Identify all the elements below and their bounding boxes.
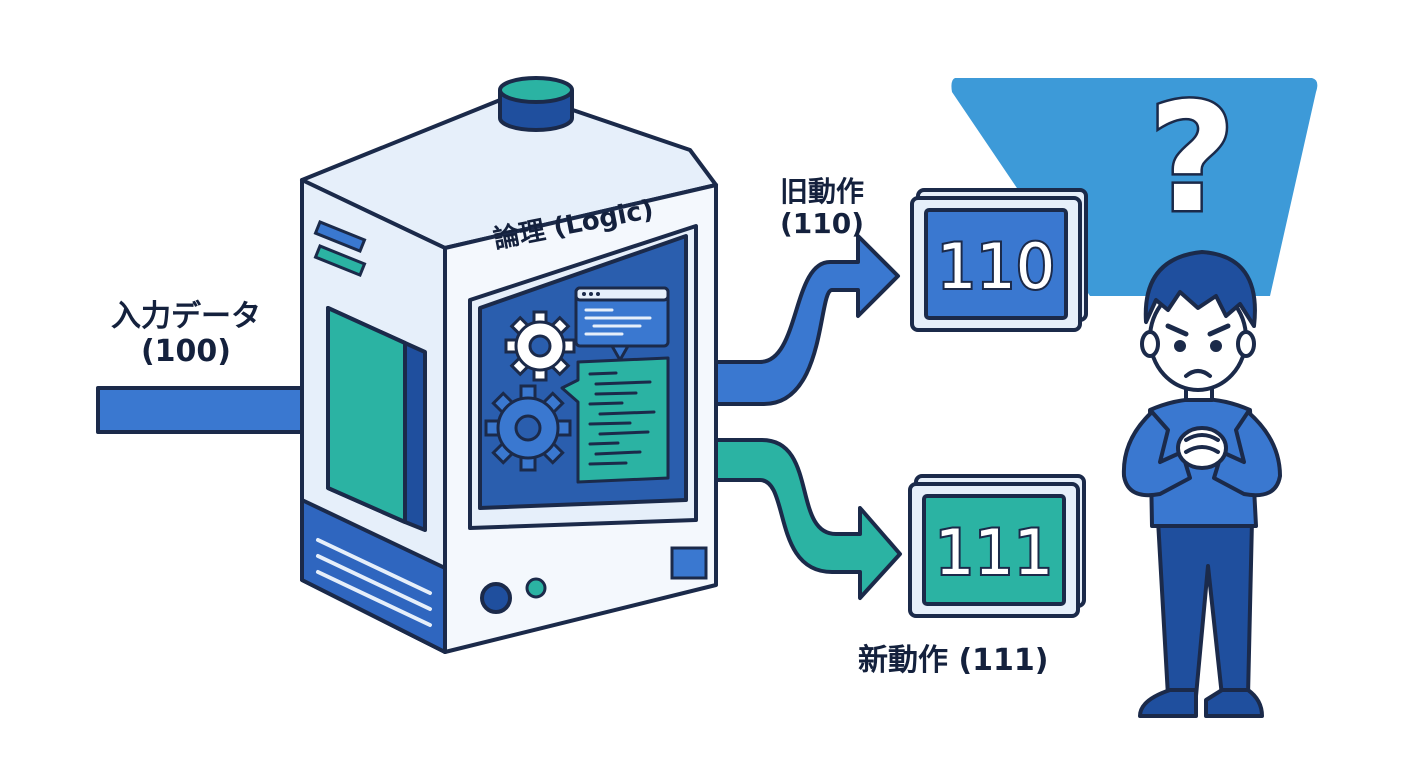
power-button[interactable] <box>480 582 512 614</box>
old-output-display: 110 <box>910 188 1088 332</box>
indicator-bar <box>313 220 367 254</box>
code-window-icon <box>574 286 670 362</box>
input-data-value: (100) <box>140 333 232 369</box>
new-output-display: 111 <box>908 474 1086 618</box>
old-output-arrow <box>714 234 900 406</box>
thought-bubble <box>951 78 1318 296</box>
old-behavior-label: 旧動作 (110) <box>752 175 892 241</box>
input-data-title: 入力データ <box>111 299 261 334</box>
new-behavior-label: 新動作 (111) <box>858 643 1049 678</box>
input-data-label: 入力データ (100) <box>96 299 276 369</box>
new-output-value: 111 <box>935 516 1053 589</box>
vent-lines <box>316 538 432 627</box>
old-output-value: 110 <box>937 230 1055 303</box>
input-slot <box>326 306 427 532</box>
old-behavior-value: (110) <box>779 207 865 241</box>
gear-icon <box>484 384 572 472</box>
machine-cap <box>498 76 574 132</box>
gear-icon <box>504 310 576 382</box>
side-indicator <box>670 546 708 580</box>
indicator-bar <box>313 244 367 278</box>
code-panel <box>560 356 670 484</box>
confused-person-icon <box>1121 250 1282 718</box>
status-button[interactable] <box>525 577 547 599</box>
question-mark-icon: ? <box>1148 72 1235 246</box>
new-output-arrow <box>714 438 902 600</box>
old-behavior-title: 旧動作 <box>779 175 864 208</box>
